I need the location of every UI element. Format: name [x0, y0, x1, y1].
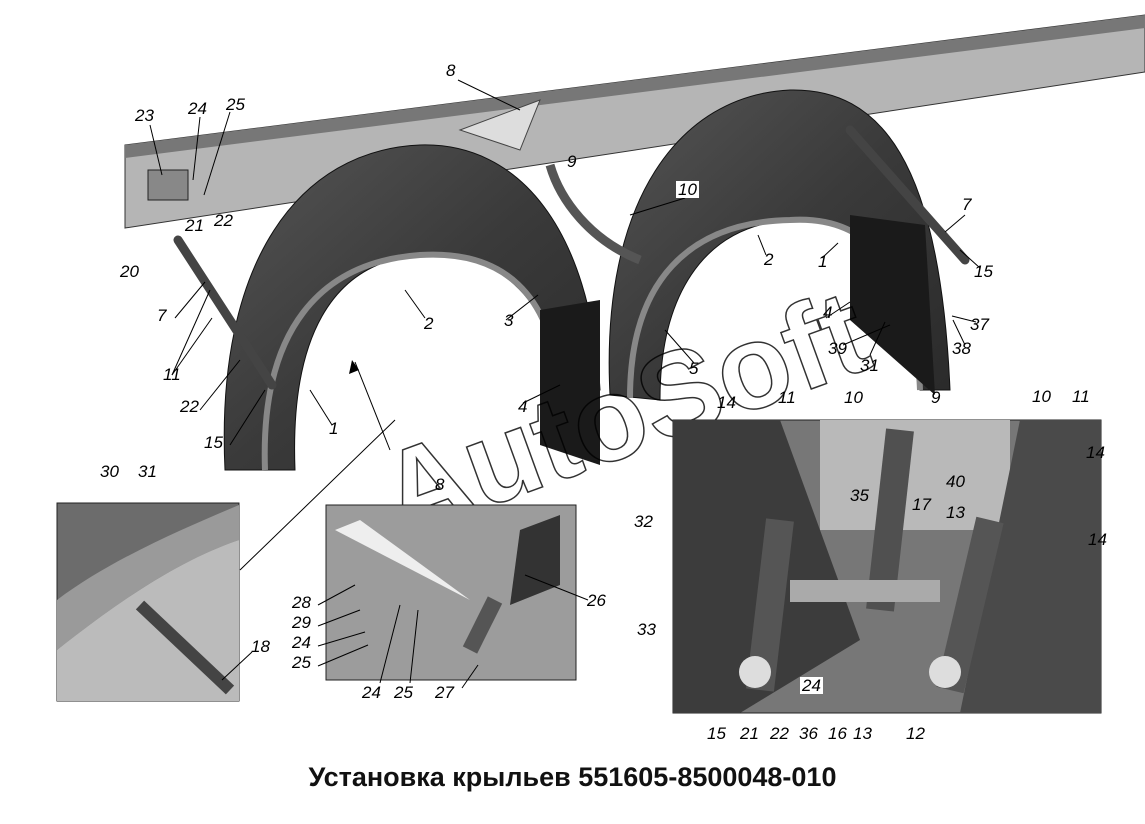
callout-label: 20: [120, 262, 139, 281]
callout-label: 30: [100, 462, 119, 481]
mudflap-left: [540, 300, 600, 465]
callout-label: 11: [1072, 387, 1090, 406]
callout-label: 28: [292, 593, 311, 612]
callout-label: 2: [764, 250, 774, 269]
callout-label: 7: [962, 195, 972, 214]
callout-label: 25: [292, 653, 311, 672]
callout-label: 25: [394, 683, 413, 702]
callout-label: 4: [823, 303, 833, 322]
arrow-head: [349, 360, 359, 374]
callout-label: 36: [799, 724, 818, 743]
callout-label: 31: [138, 462, 157, 481]
leader-lines: [149, 79, 981, 571]
callout-label: 3: [504, 311, 514, 330]
callout-label: 11: [163, 365, 181, 384]
callout-label: 12: [906, 724, 925, 743]
callout-label: 13: [853, 724, 872, 743]
callout-label: 10: [844, 388, 863, 407]
callout-label: 25: [226, 95, 245, 114]
callout-label: 14: [1086, 443, 1105, 462]
callout-label: 2: [424, 314, 434, 333]
bracket-23: [147, 169, 189, 201]
callout-label: 22: [770, 724, 789, 743]
frame-flange: [125, 15, 1145, 158]
callout-label: 38: [952, 339, 971, 358]
callout-label: 15: [204, 433, 223, 452]
callout-label: 5: [689, 359, 699, 378]
callout-label: 24: [800, 676, 823, 695]
callout-label: 21: [740, 724, 759, 743]
callout-label: 37: [970, 315, 989, 334]
callout-label: 27: [435, 683, 454, 702]
support-9: [545, 163, 642, 265]
callout-label: 16: [828, 724, 847, 743]
bracket-8: [458, 99, 541, 151]
callout-label: 14: [717, 393, 736, 412]
callout-label: 8: [446, 61, 456, 80]
callout-label: 15: [707, 724, 726, 743]
callout-label: 40: [946, 472, 965, 491]
callout-label: 8: [435, 475, 445, 494]
callout-label: 11: [778, 388, 796, 407]
callout-label: 23: [135, 106, 154, 125]
callout-label: 21: [185, 216, 204, 235]
rod-7-right: [845, 125, 970, 265]
inset-left-detail: [56, 502, 253, 702]
callout-label: 10: [676, 180, 699, 199]
callout-label: 4: [518, 397, 528, 416]
callout-label: 7: [157, 306, 167, 325]
callout-label: 14: [1088, 530, 1107, 549]
callout-label: 1: [818, 252, 828, 271]
callout-label: 18: [251, 637, 270, 656]
callout-label: 35: [850, 486, 869, 505]
callout-label: 39: [828, 339, 847, 358]
callout-label: 13: [946, 503, 965, 522]
callout-label: 24: [188, 99, 207, 118]
callout-label: 22: [180, 397, 199, 416]
callout-label: 31: [860, 356, 879, 375]
left-mudguard-edge: [261, 251, 563, 471]
callout-label: 33: [637, 620, 656, 639]
callout-label: 15: [974, 262, 993, 281]
callout-label: 29: [292, 613, 311, 632]
callout-label: 1: [329, 419, 339, 438]
callout-label: 9: [567, 152, 577, 171]
inset-middle-detail: [317, 504, 589, 689]
mudflap-right: [850, 215, 935, 395]
inset-right-detail: [672, 419, 1102, 714]
callout-label: 9: [931, 388, 941, 407]
callout-label: 32: [634, 512, 653, 531]
callout-label: 22: [214, 211, 233, 230]
callout-label: 17: [912, 495, 931, 514]
right-mudguard: [608, 89, 951, 401]
rod-7-left: [173, 235, 277, 390]
diagram-title: Установка крыльев 551605-8500048-010: [308, 762, 837, 792]
callout-label: 24: [362, 683, 381, 702]
callout-label: 26: [587, 591, 606, 610]
callout-label: 10: [1032, 387, 1051, 406]
callout-label: 24: [292, 633, 311, 652]
